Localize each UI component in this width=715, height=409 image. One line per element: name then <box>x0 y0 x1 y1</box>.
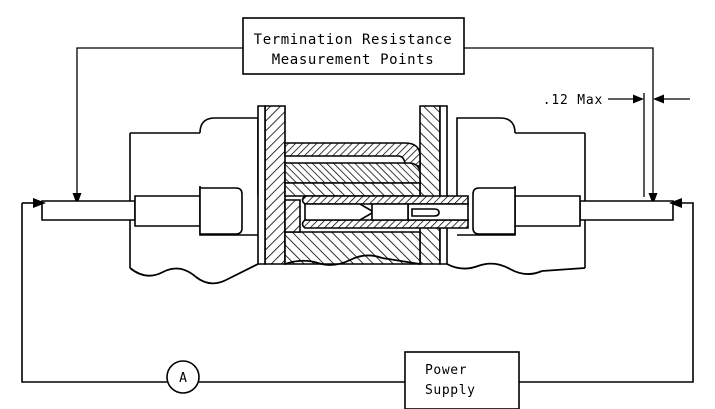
ammeter-circle <box>166 360 200 394</box>
measurement-arrowheads <box>72 193 658 205</box>
circuit-arrowheads <box>33 198 682 208</box>
lower-contact-barrel <box>301 219 469 229</box>
right-cable-assembly <box>456 117 674 268</box>
left-shell-wall <box>257 105 266 265</box>
dimension-arrowhead-left <box>633 94 644 104</box>
left-wire-insulation <box>134 195 201 227</box>
right-wire-terminal <box>579 200 674 221</box>
right-crimp-block <box>472 187 516 235</box>
measurement-lead-lines <box>76 47 654 193</box>
dimension-arrowhead-right <box>653 94 664 104</box>
upper-contact-barrel <box>301 195 469 205</box>
power-supply-box: Power Supply <box>404 351 520 409</box>
left-crimp-block <box>199 187 243 235</box>
contact-mating-gap <box>371 203 409 221</box>
label-box-outline <box>242 17 465 75</box>
break-lines <box>129 254 586 285</box>
right-shell-wall <box>439 105 448 265</box>
power-supply-line-2: Supply <box>425 383 476 398</box>
power-supply-circuit-wiring <box>21 202 694 383</box>
right-connector-flange <box>419 105 441 265</box>
pin-contact <box>407 203 469 221</box>
gap-dimension-annotation: .12 Max <box>543 93 690 197</box>
upper-insert-block <box>284 182 421 197</box>
socket-contact <box>304 203 373 221</box>
label-line-1: Termination Resistance <box>254 32 453 48</box>
left-wire-terminal <box>41 200 136 221</box>
right-wire-insulation <box>514 195 581 227</box>
label-line-2: Measurement Points <box>272 52 435 68</box>
left-cable-assembly <box>41 117 259 268</box>
lower-insert-fillet <box>284 199 301 233</box>
dimension-value-text: .12 Max <box>543 93 603 108</box>
ammeter-label: A <box>179 371 187 386</box>
termination-resistance-label: Termination Resistance Measurement Point… <box>242 17 465 75</box>
middle-seal-layer <box>284 162 421 184</box>
ammeter: A <box>166 360 200 394</box>
power-supply-box-outline <box>404 351 520 409</box>
left-connector-flange <box>264 105 286 265</box>
power-supply-line-1: Power <box>425 363 467 378</box>
